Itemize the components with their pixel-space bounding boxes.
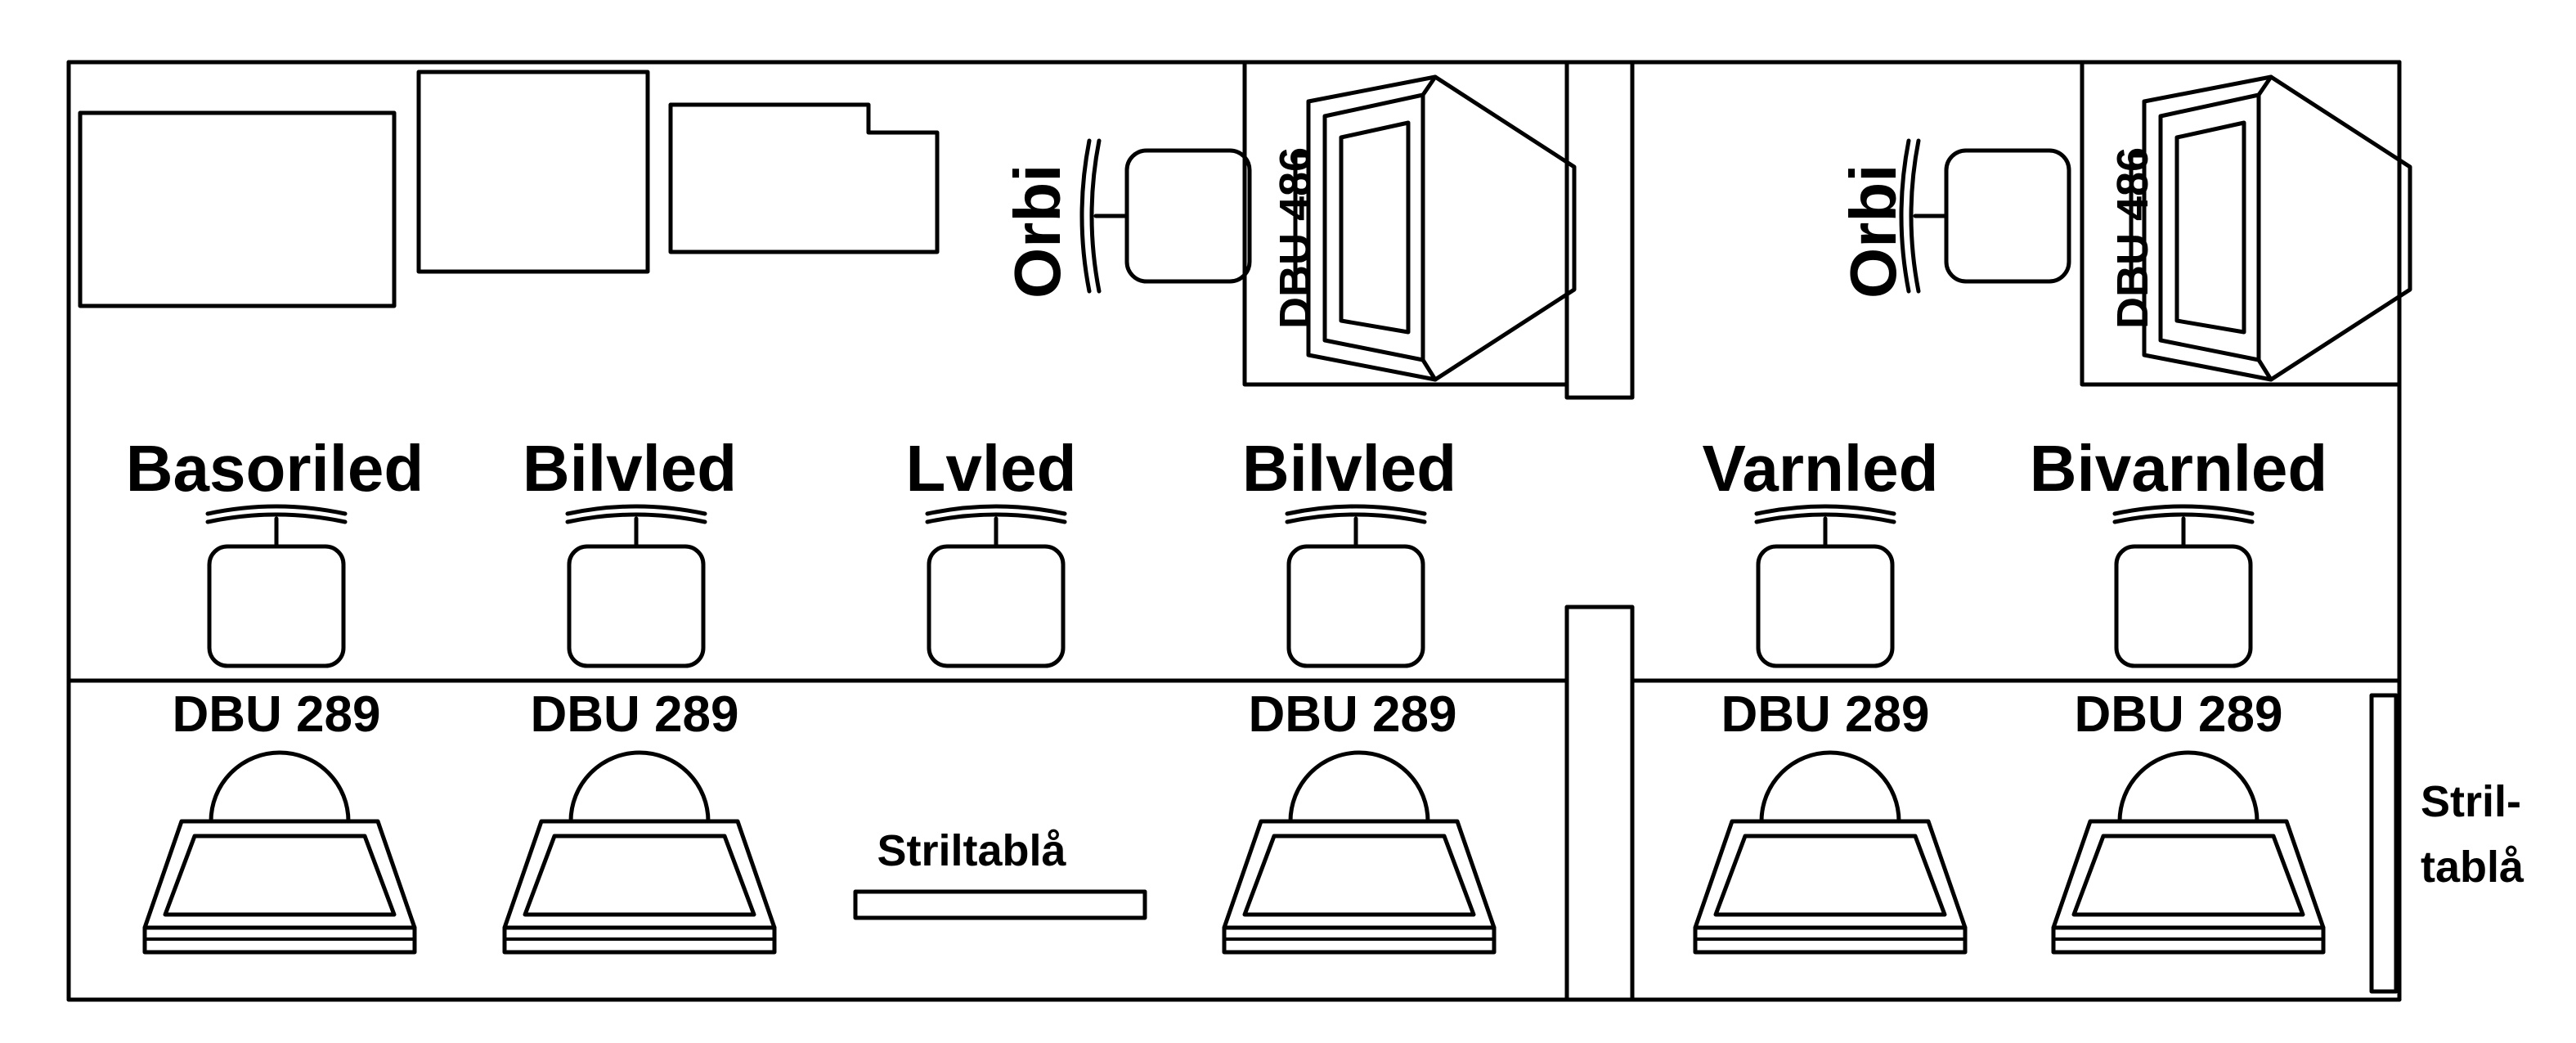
position-basoriled: Basoriled DBU 289 [126, 432, 424, 952]
orbi-station-right: Orbi DBU 486 [1837, 60, 2410, 387]
side-strip-board: Stril- tablå [2369, 693, 2524, 994]
position-label: Bilvled [1242, 432, 1456, 505]
orbi-label-right: Orbi [1837, 164, 1910, 299]
strip-board-vertical [2369, 693, 2399, 994]
position-bilvled-2: Bilvled DBU 289 [1224, 432, 1494, 952]
cabinets [78, 70, 940, 308]
cabinet-3 [668, 102, 940, 254]
position-bilvled-1: Bilvled DBU 289 [505, 432, 774, 952]
orbi-label-left: Orbi [1001, 164, 1074, 299]
cabinet-2 [416, 70, 650, 274]
monitor-label: DBU 289 [1721, 686, 1930, 743]
position-label: Bivarnled [2030, 432, 2328, 505]
position-label: Basoriled [126, 432, 424, 505]
strip-board-label-line2: tablå [2421, 843, 2524, 892]
dbu-486-label-left: DBU 486 [1271, 147, 1320, 329]
cabinet-1 [78, 110, 397, 308]
strip-board-label: Striltablå [877, 826, 1066, 875]
monitor-label: DBU 289 [173, 686, 381, 743]
position-lvled: Lvled Striltablå [853, 432, 1147, 920]
strip-board-label-line1: Stril- [2421, 777, 2521, 826]
position-bivarnled: Bivarnled DBU 289 [2030, 432, 2328, 952]
monitor-label: DBU 289 [531, 686, 739, 743]
dbu-486-label-right: DBU 486 [2108, 147, 2157, 329]
position-label: Lvled [906, 432, 1077, 505]
orbi-station-left: Orbi DBU 486 [1001, 60, 1574, 387]
strip-board [853, 889, 1147, 920]
monitor-label: DBU 289 [1249, 686, 1457, 743]
position-label: Bilvled [523, 432, 737, 505]
room-walls [66, 60, 2402, 1002]
position-varnled: Varnled DBU 289 [1695, 432, 1965, 952]
monitor-label: DBU 289 [2075, 686, 2283, 743]
position-label: Varnled [1702, 432, 1938, 505]
